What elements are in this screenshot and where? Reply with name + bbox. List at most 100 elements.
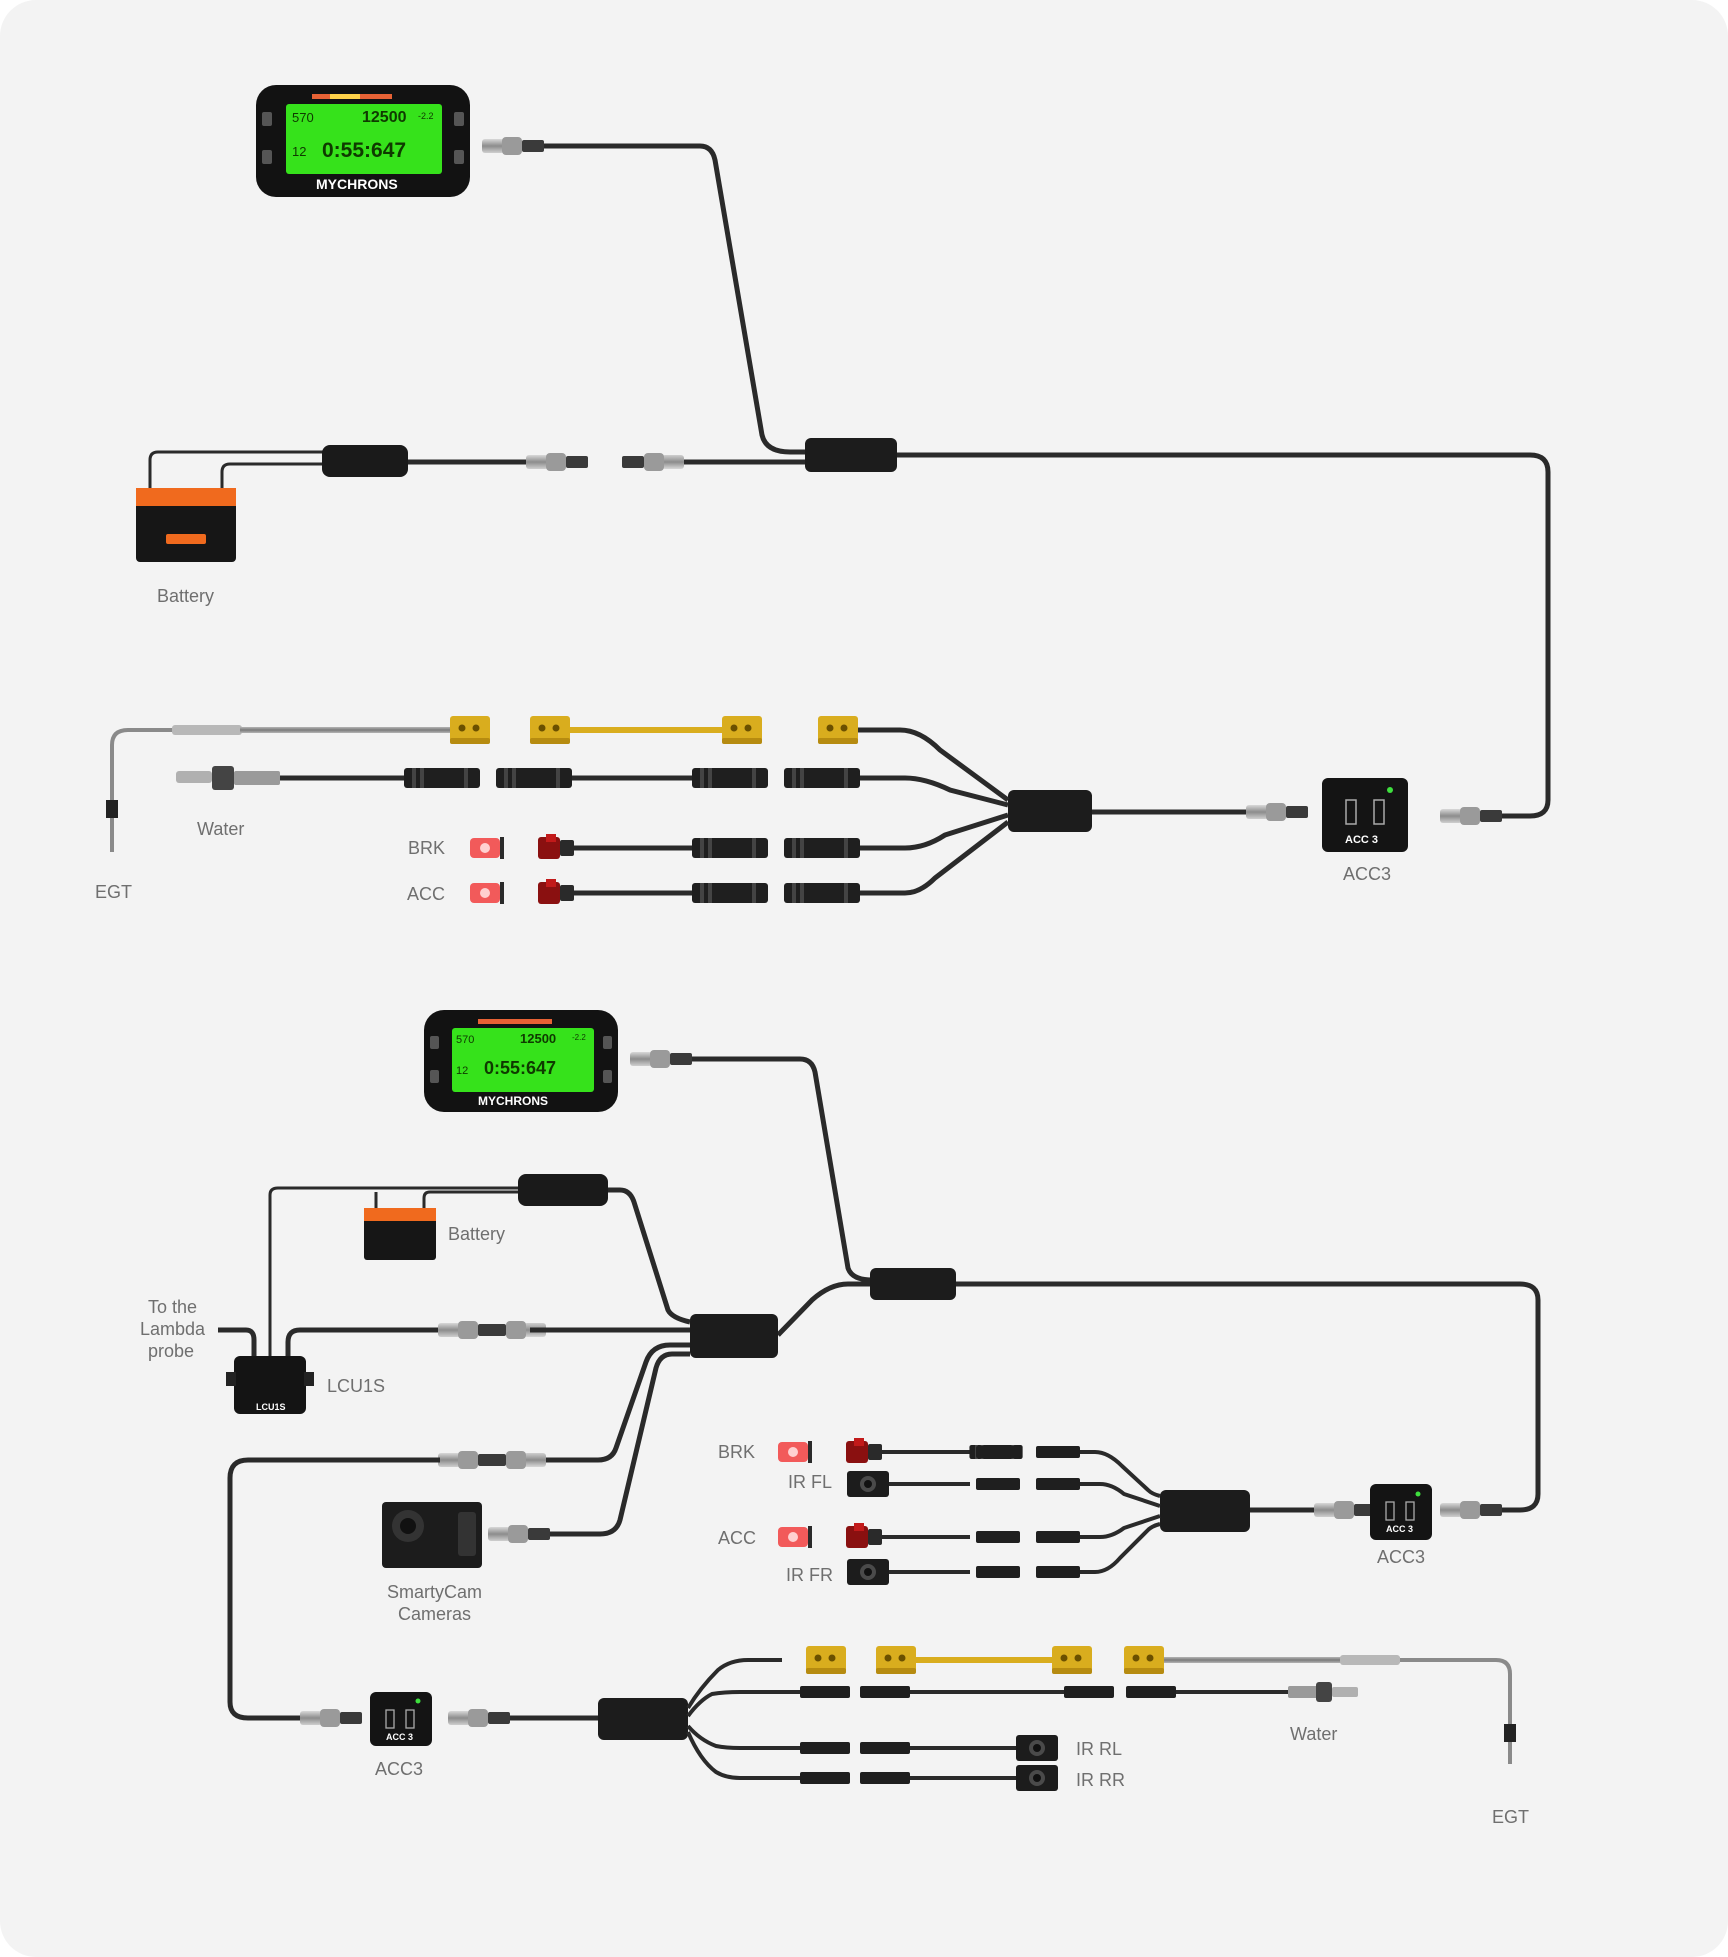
sensor-hub-right (1160, 1490, 1250, 1532)
egt-thermo-connector-d (818, 716, 858, 744)
brk2-switch (778, 1441, 812, 1463)
brk2-red-connector (846, 1438, 882, 1463)
brk-connector-b (784, 838, 860, 858)
acc2-red-connector (846, 1523, 882, 1548)
battery2-label: Battery (448, 1224, 505, 1244)
egt-thermo-connector-c (722, 716, 762, 744)
battery-icon-bottom (364, 1208, 436, 1260)
water-connector-c (692, 768, 768, 788)
hub-mini-connector (622, 453, 684, 471)
dash-rpm-value: 12500 (362, 109, 407, 126)
acc3-module-bottom-right: ACC 3 (1370, 1484, 1432, 1540)
mychron6-dash-top: 570 12500 -2.2 12 0:55:647 MYCHRONS (256, 85, 470, 197)
acc3-b-right-connector (1440, 1501, 1502, 1519)
egt2-label: EGT (1492, 1807, 1529, 1827)
ir-fr-sensor (847, 1559, 889, 1585)
dash2-time-value: 0:55:647 (484, 1058, 556, 1078)
dash-time-value: 0:55:647 (322, 139, 406, 162)
acc-connector-a (692, 883, 768, 903)
dash-egt-value: 570 (292, 110, 314, 125)
acc-label: ACC (407, 884, 445, 904)
smartycam-connector (488, 1525, 550, 1543)
egt2-thermo-connector-b (876, 1646, 916, 1674)
lcu1s-label: LCU1S (327, 1376, 385, 1396)
dash-brand-text: MYCHRONS (316, 176, 398, 192)
acc2-switch (778, 1526, 812, 1548)
acc-connector-b (784, 883, 860, 903)
acc3b-left-connector (1314, 1501, 1376, 1519)
acc3-module-top: ACC 3 (1322, 778, 1408, 852)
acc3-label-b: ACC3 (1377, 1547, 1425, 1567)
ir-fl-sensor (847, 1471, 889, 1497)
egt-label: EGT (95, 882, 132, 902)
water-connector-a (404, 768, 480, 788)
egt-thermo-connector-a (450, 716, 490, 744)
dash2-lap-value: 12 (456, 1065, 468, 1077)
dash-connector (482, 137, 544, 155)
smartycam-label-line2: Cameras (398, 1604, 471, 1624)
egt-thermo-connector-b (530, 716, 570, 744)
battery-icon-top (136, 488, 236, 562)
lambda-label-line2: Lambda (140, 1319, 206, 1339)
acc3c-mini-connector-b (438, 1451, 500, 1469)
dash-delta-value: -2.2 (418, 111, 434, 121)
water-label: Water (197, 819, 244, 839)
smartycam-label-line1: SmartyCam (387, 1582, 482, 1602)
acc3-left-connector (1246, 803, 1308, 821)
acc3c-right-connector (448, 1709, 510, 1727)
egt2-thermo-connector-c (1052, 1646, 1092, 1674)
ir-rl-sensor (1016, 1735, 1058, 1761)
brk-connector-a (692, 838, 768, 858)
water2-label: Water (1290, 1724, 1337, 1744)
dash2-delta-value: -2.2 (572, 1033, 586, 1042)
hub-splitter-bottom (870, 1268, 956, 1300)
battery-connector-top (322, 445, 408, 477)
egt2-thermo-connector-d (1124, 1646, 1164, 1674)
hub-splitter-top (805, 438, 897, 472)
acc3-module-top-text: ACC 3 (1345, 834, 1378, 846)
cable-dash-to-hub (544, 143, 810, 455)
acc3b-module-text: ACC 3 (1386, 1524, 1413, 1534)
dash-lap-value: 12 (292, 144, 306, 159)
acc3-label-c: ACC3 (375, 1759, 423, 1779)
cable-hub-to-acc3 (897, 452, 1551, 819)
dash2-rpm-value: 12500 (520, 1031, 556, 1046)
dash2-connector (630, 1050, 692, 1068)
sensor-hub-bottom (598, 1698, 688, 1740)
brk-switch (470, 837, 504, 859)
lcu1s-module: LCU1S (226, 1356, 314, 1414)
brk2-label: BRK (718, 1442, 755, 1462)
central-hub-bottom (690, 1314, 778, 1358)
sensor-hub-top (1008, 790, 1092, 832)
egt2-thermo-connector-a (806, 1646, 846, 1674)
ir-fr-label: IR FR (786, 1565, 833, 1585)
brk-label: BRK (408, 838, 445, 858)
lcu1s-module-text: LCU1S (256, 1402, 286, 1412)
acc3-label-top: ACC3 (1343, 864, 1391, 884)
lambda-label-line1: To the (148, 1297, 197, 1317)
brk-red-connector (538, 834, 574, 859)
acc-switch (470, 882, 504, 904)
smartycam-icon (382, 1502, 482, 1568)
water-connector-d (784, 768, 860, 788)
acc3-module-bottom-left: ACC 3 (370, 1692, 432, 1746)
lambda-label-line3: probe (148, 1341, 194, 1361)
ir-rr-sensor (1016, 1765, 1058, 1791)
ir-fl-label: IR FL (788, 1472, 832, 1492)
mychron6-dash-bottom: 570 12500 -2.2 12 0:55:647 MYCHRONS (424, 1010, 618, 1112)
water-connector-b (496, 768, 572, 788)
battery-mini-connector (526, 453, 588, 471)
acc3-right-connector (1440, 807, 1502, 825)
acc3c-module-text: ACC 3 (386, 1732, 413, 1742)
acc3c-left-connector (300, 1709, 362, 1727)
battery-label: Battery (157, 586, 214, 606)
dash2-egt-value: 570 (456, 1034, 474, 1046)
ir-rl-label: IR RL (1076, 1739, 1122, 1759)
acc-red-connector (538, 879, 574, 904)
battery2-connector (518, 1174, 608, 1206)
dash2-brand-text: MYCHRONS (478, 1094, 548, 1108)
acc2-label: ACC (718, 1528, 756, 1548)
ir-rr-label: IR RR (1076, 1770, 1125, 1790)
